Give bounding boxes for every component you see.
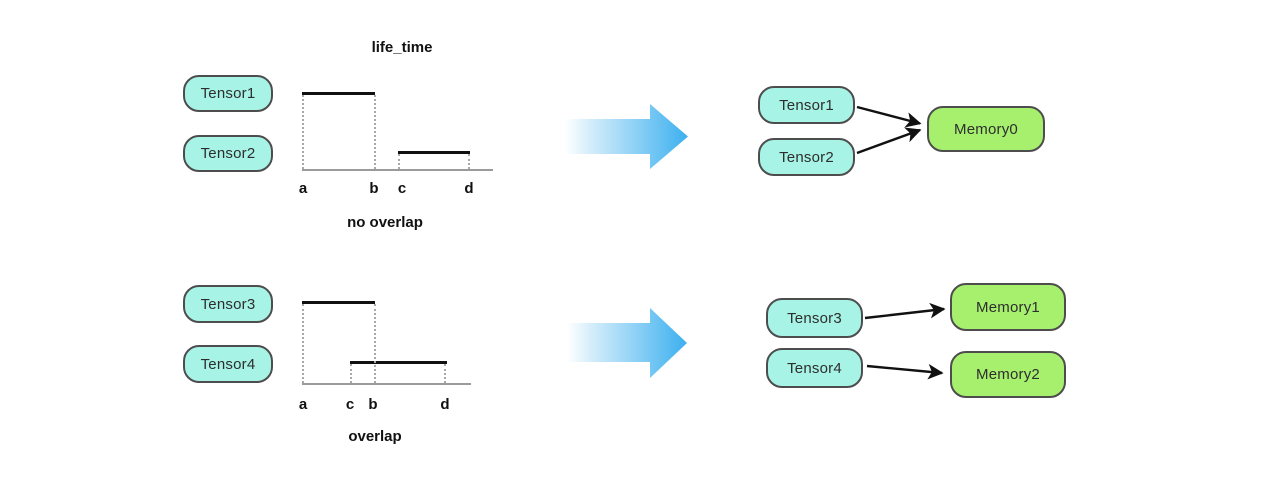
tensor1-legend-box: Tensor1 [183,75,273,112]
memory2-node-box: Memory2 [950,351,1066,398]
time-axis-top [302,169,493,171]
tensor2-legend-label: Tensor2 [200,145,256,162]
dropline-a2 [302,304,304,383]
memory0-node-box: Memory0 [927,106,1045,152]
tensor4-legend-label: Tensor4 [200,355,256,373]
tensor3-node-label: Tensor3 [787,309,842,327]
memory1-node-label: Memory1 [976,298,1040,316]
tensor2-legend-box: Tensor2 [183,135,273,172]
tick-c2: c [345,396,355,413]
edge-tensor3-memory1 [864,302,946,320]
memory0-node-label: Memory0 [954,120,1018,138]
overlap-caption: overlap [348,428,402,445]
tensor1-legend-label: Tensor1 [200,85,256,102]
tick-b: b [369,180,379,197]
memory2-node-label: Memory2 [976,366,1040,383]
tensor3-node-box: Tensor3 [766,298,863,338]
tensor3-legend-box: Tensor3 [183,285,273,323]
tick-a2: a [298,396,308,413]
tick-c: c [397,180,407,197]
tensor1-lifetime-bar [302,92,375,95]
edge-tensor4-memory2 [866,363,944,380]
dropline-c [398,154,400,169]
tensor1-node-box: Tensor1 [758,86,855,124]
edge-tensor2-memory0 [856,127,922,155]
dropline-d2 [444,364,446,383]
tensor3-legend-label: Tensor3 [200,295,256,313]
tensor2-node-box: Tensor2 [758,138,855,176]
edge-tensor1-memory0 [856,105,922,128]
dropline-b [374,95,376,169]
tensor3-lifetime-bar [302,301,375,304]
tensor4-node-label: Tensor4 [787,359,842,377]
tensor4-legend-box: Tensor4 [183,345,273,383]
tensor2-lifetime-bar [398,151,470,154]
big-arrow-top-icon [565,104,688,169]
dropline-b2 [374,304,376,383]
tick-d: d [464,180,474,197]
dropline-a [302,95,304,169]
tensor1-node-label: Tensor1 [779,96,834,114]
memory1-node-box: Memory1 [950,283,1066,331]
tick-a: a [298,180,308,197]
dropline-d [468,154,470,169]
tick-b2: b [368,396,378,413]
dropline-c2 [350,364,352,383]
big-arrow-bottom-icon [567,308,687,378]
tick-d2: d [440,396,450,413]
tensor4-node-box: Tensor4 [766,348,863,388]
tensor2-node-label: Tensor2 [779,148,834,166]
tensor4-lifetime-bar [350,361,447,364]
time-axis-bottom [302,383,471,385]
lifetime-chart-title: life_time [371,39,433,56]
no-overlap-caption: no overlap [347,214,423,231]
